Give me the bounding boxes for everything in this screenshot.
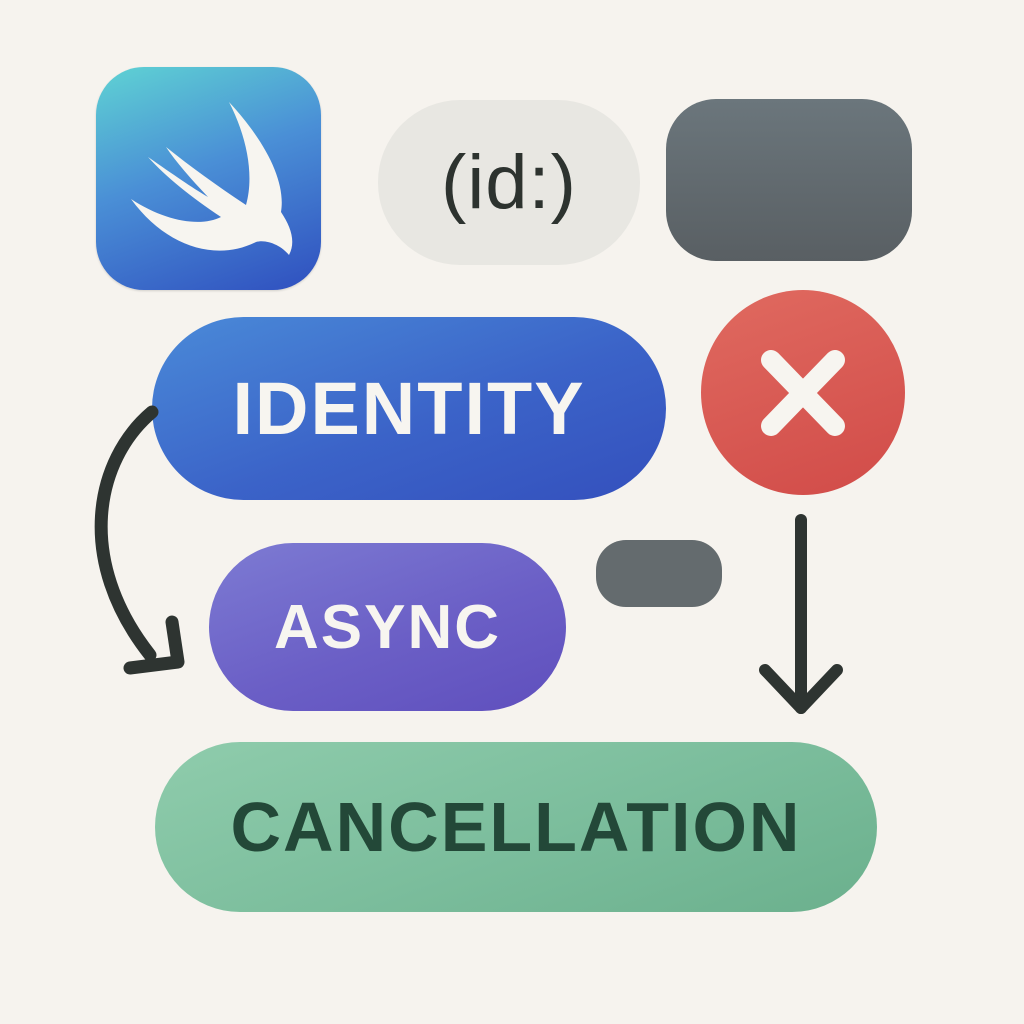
cancellation-label: CANCELLATION [230,788,802,866]
down-arrow-icon [759,514,843,714]
async-node: ASYNC [209,543,566,711]
identity-label: IDENTITY [232,367,586,450]
identity-node: IDENTITY [152,317,666,500]
x-icon [761,350,845,436]
swift-logo [96,67,321,290]
cancel-node [701,290,905,495]
id-modifier-label: (id:) [378,100,640,265]
gray-placeholder-block [666,99,912,261]
async-label: ASYNC [273,592,502,662]
small-gray-block [596,540,722,607]
id-label-text: (id:) [441,140,577,225]
cancellation-node: CANCELLATION [155,742,877,912]
swift-bird-icon [131,102,293,255]
